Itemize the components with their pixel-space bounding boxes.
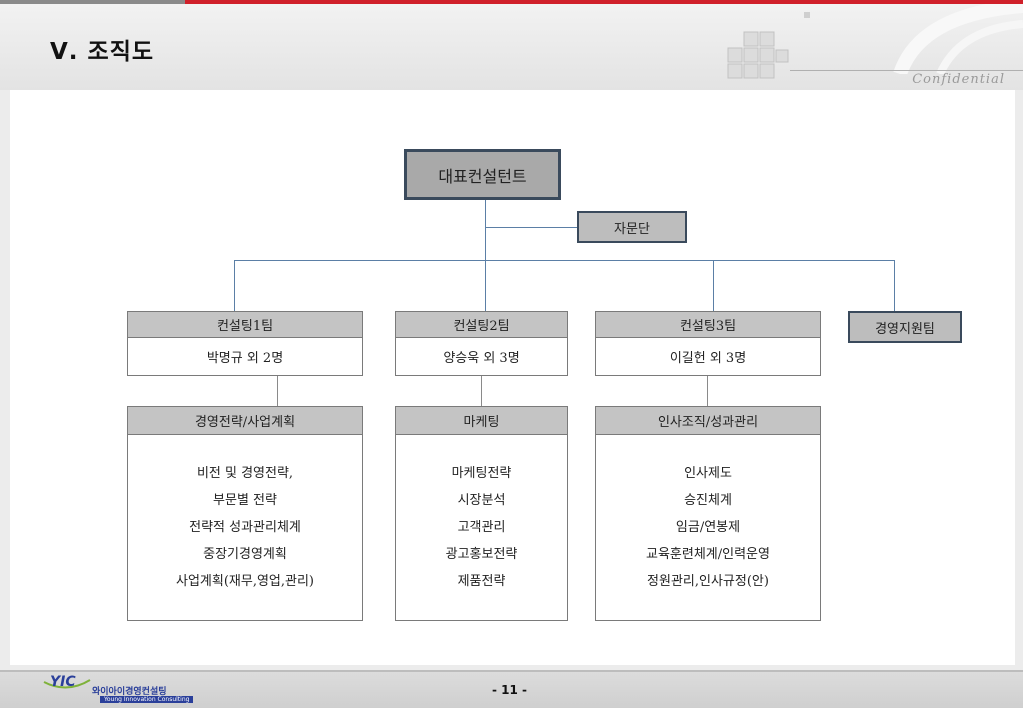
duty-item: 중장기경영계획 [203, 547, 287, 562]
duty-item: 승진체계 [684, 493, 732, 508]
connector-advisory [485, 227, 577, 228]
connector-support [894, 260, 895, 311]
connector-team1-duty [277, 376, 278, 406]
duty-item: 광고홍보전략 [445, 547, 518, 562]
team3-duty-list: 인사제도 승진체계 임금/연봉제 교육훈련체계/인력운영 정원관리,인사규정(안… [595, 435, 821, 621]
footer-rule [0, 670, 1023, 672]
confidential-label: Confidential [912, 72, 1005, 87]
page-number: - 11 - [492, 683, 528, 697]
connector-team3-duty [707, 376, 708, 406]
duty-item: 제품전략 [457, 574, 506, 589]
duty-item: 고객관리 [457, 520, 506, 535]
team2-header: 컨설팅2팀 [395, 311, 568, 338]
duty-item: 시장분석 [457, 493, 506, 508]
logo-mark: YIC [50, 674, 76, 690]
duty-item: 비전 및 경영전략, [196, 466, 294, 481]
support-team-box: 경영지원팀 [848, 311, 962, 343]
duty-item: 정원관리,인사규정(안) [647, 574, 769, 589]
duty-item: 마케팅전략 [451, 466, 512, 481]
duty-item: 교육훈련체계/인력운영 [646, 547, 770, 562]
team2-duty-list: 마케팅전략 시장분석 고객관리 광고홍보전략 제품전략 [395, 435, 568, 621]
swoosh-graphic-icon [893, 4, 1023, 74]
ceo-box: 대표컨설턴트 [404, 149, 561, 200]
duty-item: 부문별 전략 [213, 493, 277, 508]
connector-horizontal [234, 260, 894, 261]
team3-duty-header: 인사조직/성과관리 [595, 406, 821, 435]
team1-header: 컨설팅1팀 [127, 311, 363, 338]
connector-ceo-down [485, 200, 486, 311]
duty-item: 전략적 성과관리체계 [189, 520, 301, 535]
logo-subtitle: Young Innovation Consulting [100, 696, 194, 703]
team2-members: 양승욱 외 3명 [395, 338, 568, 376]
page-title: Ⅴ. 조직도 [50, 39, 155, 65]
header-rule [790, 70, 1023, 71]
team3-members: 이길헌 외 3명 [595, 338, 821, 376]
team2-duty-header: 마케팅 [395, 406, 568, 435]
connector-team1 [234, 260, 235, 311]
connector-team2-duty [481, 376, 482, 406]
team1-members: 박명규 외 2명 [127, 338, 363, 376]
top-bar-accent [185, 0, 1023, 4]
duty-item: 사업계획(재무,영업,관리) [175, 574, 314, 589]
team1-duty-list: 비전 및 경영전략, 부문별 전략 전략적 성과관리체계 중장기경영계획 사업계… [127, 435, 363, 621]
team1-duty-header: 경영전략/사업계획 [127, 406, 363, 435]
cube-graphic-icon [727, 12, 810, 79]
duty-item: 인사제도 [684, 466, 732, 481]
duty-item: 임금/연봉제 [675, 520, 741, 535]
team3-header: 컨설팅3팀 [595, 311, 821, 338]
advisory-box: 자문단 [577, 211, 687, 243]
logo-swoosh-icon [43, 679, 91, 689]
logo-name: 와이아이경영컨설팅 [92, 687, 167, 697]
connector-team3 [713, 260, 714, 311]
slide-header [0, 4, 1023, 90]
